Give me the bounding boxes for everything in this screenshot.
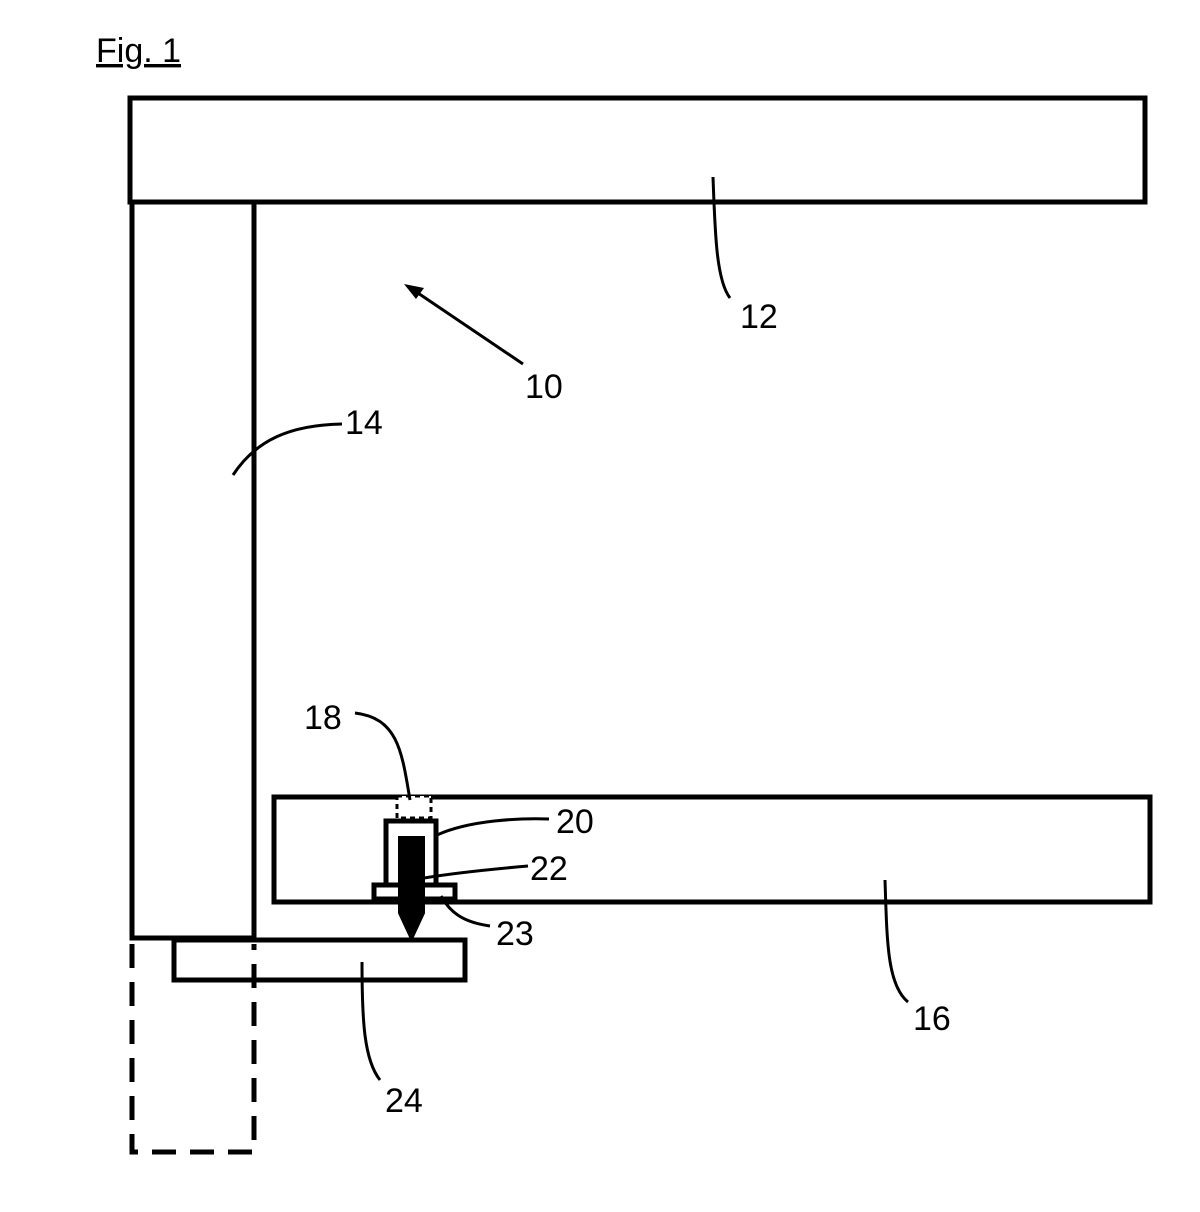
label-12: 12 xyxy=(740,298,778,336)
arrow-10-head xyxy=(404,284,424,299)
leader-16 xyxy=(883,879,909,1004)
fastener-pin xyxy=(398,836,425,943)
figure-title: Fig. 1 xyxy=(96,32,181,70)
top-panel xyxy=(127,95,1148,205)
label-23: 23 xyxy=(496,915,534,953)
label-22: 22 xyxy=(530,850,568,888)
leader-12 xyxy=(711,176,732,299)
arrow-10-shaft xyxy=(411,287,524,366)
label-18: 18 xyxy=(304,699,342,737)
side-panel xyxy=(129,199,257,941)
phantom-outline xyxy=(129,944,257,1155)
label-10: 10 xyxy=(525,368,563,406)
label-24: 24 xyxy=(385,1082,423,1120)
label-16: 16 xyxy=(913,1000,951,1038)
base-plate xyxy=(171,937,468,983)
leader-24 xyxy=(360,961,382,1081)
leader-22 xyxy=(423,864,529,880)
leader-14 xyxy=(231,422,343,476)
leader-23 xyxy=(439,895,491,928)
label-20: 20 xyxy=(556,803,594,841)
label-14: 14 xyxy=(345,404,383,442)
leader-18 xyxy=(354,711,412,801)
fastener-cap xyxy=(395,794,433,820)
leader-20 xyxy=(436,817,550,837)
